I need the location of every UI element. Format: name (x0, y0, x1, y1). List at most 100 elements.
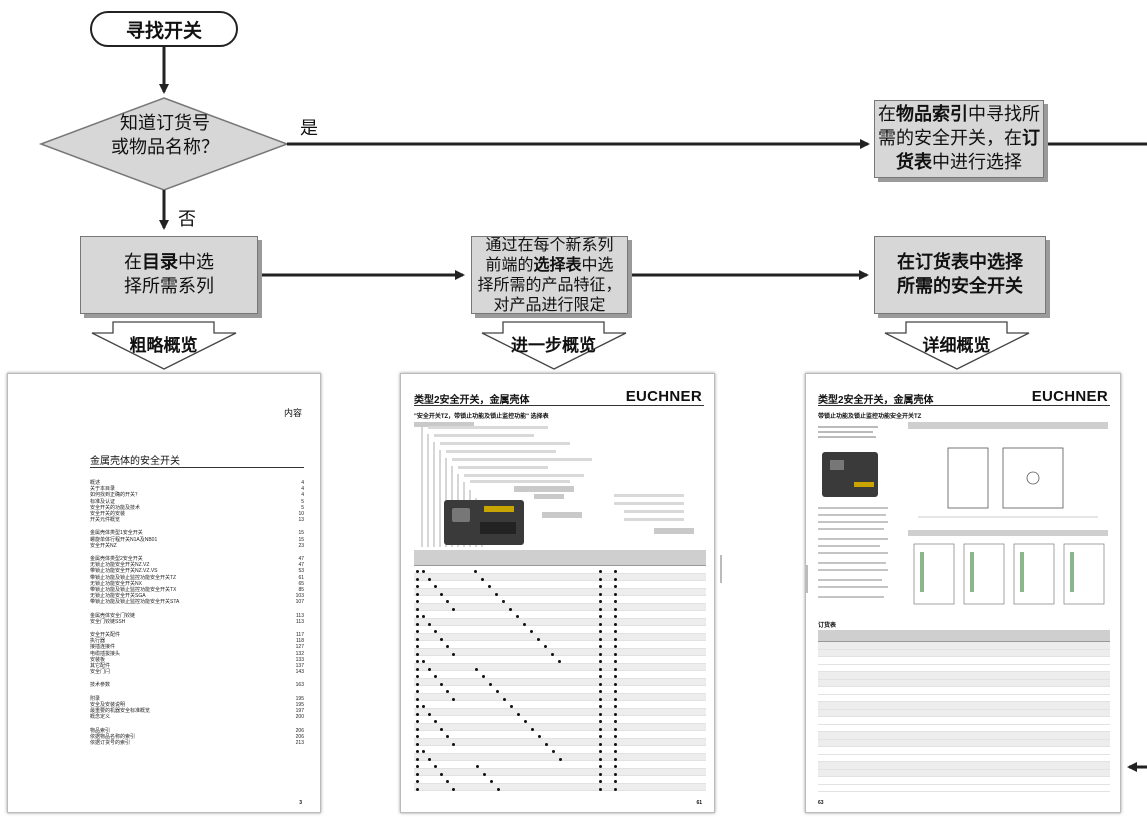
order-grid-row (818, 785, 1110, 792)
sel-grid-dot (614, 630, 617, 633)
order-grid-row (818, 739, 1110, 747)
decision-line-1: 知道订货号 (120, 113, 210, 134)
box-text-run: 通过在每个新系列 (485, 235, 614, 254)
sel-grid-row (414, 596, 706, 604)
toc-entry-page: 118 (296, 638, 304, 645)
sel-grid-dot (416, 682, 419, 686)
sel-grid-dot (440, 637, 443, 641)
sel-grid-dot (452, 787, 455, 791)
toc-gap (90, 746, 304, 753)
sel-grid-dot (434, 675, 437, 678)
sel-grid-dot (599, 585, 602, 588)
toc-entry-page: 143 (295, 669, 304, 676)
sel-grid-dot (422, 570, 425, 573)
toc-entry: 安全门闩 143 (90, 669, 304, 675)
sel-grid-dot (440, 682, 443, 686)
sel-grid-dot (614, 667, 617, 671)
sel-grid-dot (416, 742, 419, 746)
sel-grid-dot (434, 765, 437, 768)
toc-entry-page: 197 (295, 708, 304, 715)
sel-grid-dot (503, 697, 506, 701)
toc-entry-page: 127 (295, 644, 304, 651)
sel-grid-dot (416, 735, 419, 738)
order-grid-row (818, 747, 1110, 755)
sel-grid-row (414, 678, 706, 686)
toc-entry-label: 无锁止功能安全开关NX (90, 580, 142, 587)
sel-title-rule (414, 405, 704, 406)
sel-grid-dot (523, 622, 526, 626)
sel-grid-dot (614, 637, 617, 641)
sel-grid-dot (497, 787, 500, 791)
order-grid-row (818, 695, 1110, 702)
sel-grid-dot (434, 630, 437, 633)
toc-entry-label: 执行器 (90, 638, 106, 645)
toc-entry-page: 137 (295, 663, 304, 670)
toc-entry-page: 195 (295, 695, 304, 702)
page-divider-mark (806, 565, 808, 593)
sel-grid-dot (474, 570, 477, 573)
toc-entry-label: 标准及认证 (90, 498, 116, 505)
sel-grid-dot (416, 630, 419, 633)
sel-grid-row (414, 723, 706, 731)
toc-entry-label: 如何找到正确的开关？ (90, 492, 141, 499)
sel-grid-dot (440, 772, 443, 776)
sel-grid-row (414, 783, 706, 791)
order-grid-row (818, 687, 1110, 695)
toc-entry-page: 4 (301, 480, 304, 486)
order-grid-header (818, 630, 1110, 642)
toc-entry-label: 安全门闩 (90, 669, 111, 676)
order-title-rule (818, 405, 1110, 406)
sel-grid-dot (614, 682, 617, 686)
order-grid-row (818, 702, 1110, 710)
sel-grid-dot (440, 727, 443, 731)
order-grid (818, 630, 1110, 798)
sel-grid-dot (614, 712, 617, 716)
sel-grid-dot (475, 667, 478, 671)
sel-grid-dot (599, 682, 602, 686)
sel-grid-dot (599, 697, 602, 701)
toc-entry-page: 195 (295, 701, 304, 708)
toc-entry-page: 4 (301, 492, 304, 499)
sel-grid-dot (496, 690, 499, 693)
toc-title: 金属壳体的安全开关 (90, 456, 180, 467)
order-grid-row (818, 762, 1110, 770)
sel-grid-dot (530, 630, 533, 633)
sel-grid-dot (428, 667, 431, 671)
box-text-run: 中寻找所 (968, 104, 1040, 125)
sel-grid-row (414, 708, 706, 716)
sel-grid-dot (614, 570, 617, 573)
sel-grid-dot (599, 637, 602, 641)
toc-entry-page: 15 (298, 530, 304, 537)
page-divider-mark (720, 555, 722, 583)
toc-rule (90, 467, 304, 468)
toc-entry-page: 103 (295, 593, 304, 600)
sel-grid-row (414, 753, 706, 761)
sel-grid-dot (446, 600, 449, 603)
sel-grid-dot (614, 652, 617, 656)
order-grid-row (818, 657, 1110, 665)
toc-entry-label: 其它配件 (90, 663, 111, 670)
order-subtitle: 带锁止功能及锁止监控功能安全开关TZ (818, 414, 922, 420)
box-text-run: 对产品进行限定 (493, 295, 606, 314)
toc-entry-page: 61 (298, 574, 304, 581)
sel-grid-dot (524, 720, 527, 723)
sel-grid-dot (599, 787, 602, 791)
toc-entry-label: 安全开关NZ (90, 542, 117, 549)
toc-entry-page: 23 (298, 542, 304, 549)
sel-grid-dot (446, 690, 449, 693)
sel-tree-diagram (414, 422, 704, 547)
sel-grid-row (414, 701, 706, 709)
sel-grid-dot (416, 675, 419, 678)
box-text-bold: 货表 (896, 152, 932, 173)
sel-grid-row (414, 648, 706, 656)
toc-entry: 其它配件 137 (90, 663, 304, 669)
order-grid-row (818, 717, 1110, 725)
